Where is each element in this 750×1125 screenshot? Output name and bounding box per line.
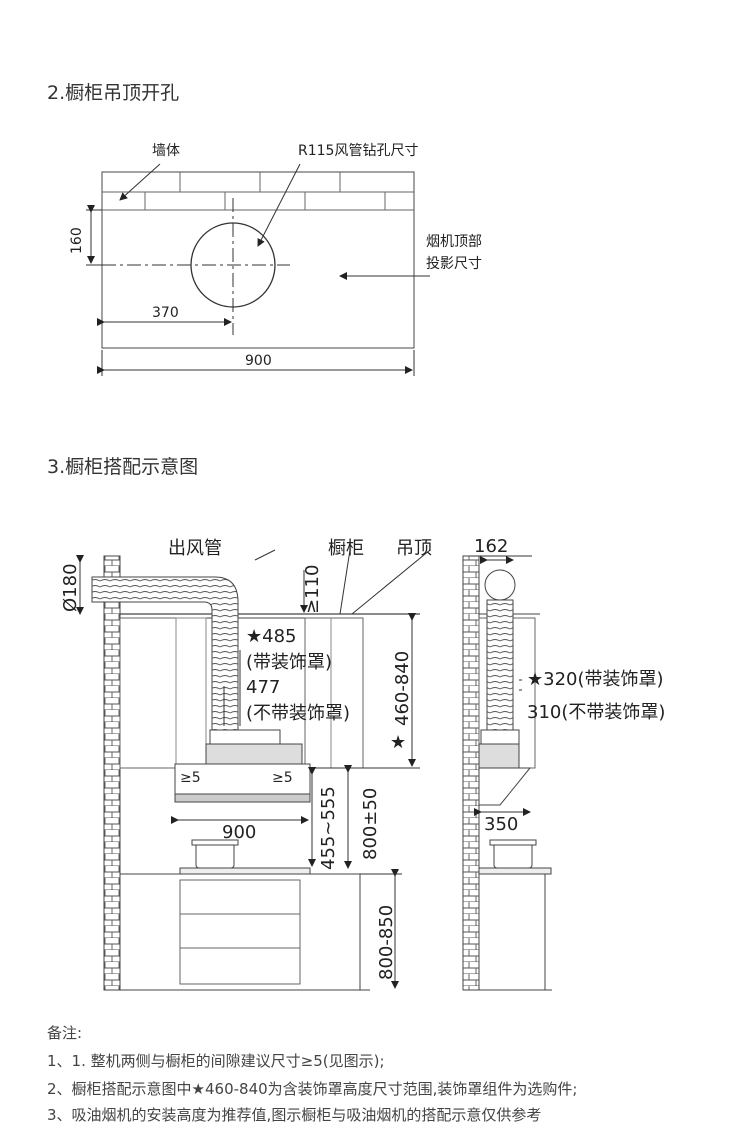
dim-160: 160: [69, 227, 85, 254]
dim-485: ★485: [246, 626, 297, 647]
star-mark: ★: [390, 732, 406, 753]
hole-size-label: R115风管钻孔尺寸: [298, 143, 418, 159]
dim-485-note: (带装饰罩): [246, 652, 332, 673]
dim-350: 350: [484, 814, 518, 835]
dim-800-50: 800±50: [360, 788, 381, 860]
gap-left: ≥5: [180, 770, 201, 786]
duct-label: 出风管: [168, 538, 222, 559]
dim-phi180: Ø180: [60, 563, 81, 612]
dim-460-840: 460-840: [392, 651, 413, 726]
cabinet-matching-diagram: 出风管 橱柜 吊顶 Ø180 ≥110 ★485 (带装饰罩) 477 (不带装…: [60, 536, 665, 991]
note-line-1: 1、1. 整机两侧与橱柜的间隙建议尺寸≥5(见图示);: [47, 1052, 385, 1070]
wall-label: 墙体: [152, 143, 180, 159]
dim-370: 370: [152, 305, 179, 321]
note-line-2: 2、橱柜搭配示意图中★460-840为含装饰罩高度尺寸范围,装饰罩组件为选购件;: [47, 1080, 578, 1098]
dim-ge110: ≥110: [302, 565, 323, 614]
dim-900-hood: 900: [222, 822, 256, 843]
section3-title: 3.橱柜搭配示意图: [47, 456, 199, 478]
wall-bricks: [102, 172, 414, 211]
projection-label-2: 投影尺寸: [426, 256, 482, 272]
right-wall: [462, 555, 480, 991]
gap-right: ≥5: [272, 770, 293, 786]
projection-label-1: 烟机顶部: [426, 234, 482, 250]
dim-310: 310(不带装饰罩): [527, 702, 665, 723]
dim-455-555: 455~555: [318, 786, 339, 870]
duct-section: [484, 569, 516, 601]
ceiling-label: 吊顶: [396, 538, 432, 559]
wall-cabinet-right: [304, 617, 364, 769]
note-line-3: 3、吸油烟机的安装高度为推荐值,图示橱柜与吸油烟机的搭配示意仅供参考: [47, 1106, 542, 1124]
wall-cabinet-left: [119, 617, 177, 769]
pot: [195, 841, 235, 869]
dim-900: 900: [245, 353, 272, 369]
range-hood: [174, 763, 311, 795]
side-hood: [478, 767, 532, 806]
section2-title: 2.橱柜吊顶开孔: [47, 82, 180, 104]
dim-162: 162: [474, 536, 508, 557]
dim-800-850: 800-850: [376, 905, 397, 980]
cabinet-label: 橱柜: [328, 538, 364, 559]
left-wall: [103, 555, 121, 991]
dim-477-note: (不带装饰罩): [246, 703, 350, 724]
notes-heading: 备注:: [47, 1024, 83, 1042]
dim-477: 477: [246, 677, 280, 698]
dim-320: ★320(带装饰罩): [527, 669, 664, 690]
ceiling-hole-diagram: 墙体 R115风管钻孔尺寸 烟机顶部 投影尺寸 160 370 900: [69, 143, 482, 376]
